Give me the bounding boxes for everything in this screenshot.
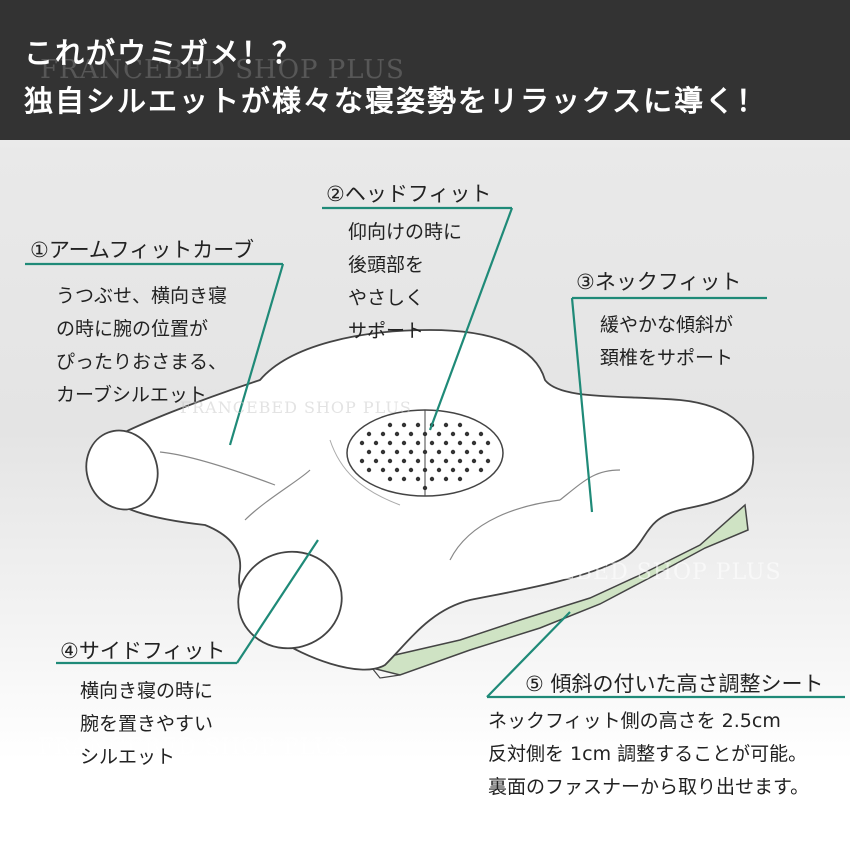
feature-desc-line: 仰向けの時に [348,221,463,243]
feature-desc-line: 緩やかな傾斜が [600,314,734,336]
feature-label-side-fit: ④サイドフィット [60,639,226,663]
ventilation-hole [401,440,407,446]
ventilation-hole [394,431,400,437]
ventilation-hole [359,440,365,446]
ventilation-hole [443,476,449,482]
header-title-line1: これがウミガメ！？ [24,36,304,70]
ventilation-hole [408,449,414,455]
feature-desc-line: の時に腕の位置が [56,318,209,340]
feature-desc-line: ぴったりおさまる、 [56,351,228,373]
ventilation-hole [401,476,407,482]
feature-desc-line: シルエット [80,746,176,768]
ventilation-hole [443,440,449,446]
feature-desc-arm-fit: うつぶせ、横向き寝 の時に腕の位置が ぴったりおさまる、 カーブシルエット [56,280,227,412]
feature-label-arm-fit: ①アームフィットカーブ [30,238,254,262]
ventilation-hole [380,449,386,455]
header-banner: FRANCEBED SHOP PLUS これがウミガメ！？ 独自シルエットが様々… [0,0,850,140]
feature-label-height-sheet: ⑤ 傾斜の付いた高さ調整シート [525,672,824,696]
ventilation-hole [457,458,463,464]
ventilation-hole [366,431,372,437]
ventilation-hole [366,449,372,455]
pillow-watermark: FRANCEBED SHOP PLUS [180,398,412,417]
ventilation-hole [485,458,491,464]
ventilation-hole [436,431,442,437]
side-fit-roll-end [237,550,343,650]
ventilation-hole [387,458,393,464]
ventilation-hole [415,458,421,464]
ventilation-hole [464,449,470,455]
ventilation-hole [394,467,400,473]
feature-desc-line: 腕を置きやすい [80,713,214,735]
ventilation-hole [359,458,365,464]
ventilation-hole [457,440,463,446]
ventilation-hole [450,467,456,473]
feature-desc-line: 反対側を 1cm 調整することが可能。 [488,743,808,765]
ventilation-hole [443,422,449,428]
feature-desc-line: うつぶせ、横向き寝 [56,285,228,307]
ventilation-hole [450,449,456,455]
ventilation-hole [380,431,386,437]
ventilation-hole [373,440,379,446]
header-title-line2: 独自シルエットが様々な寝姿勢をリラックスに導く！ [24,84,768,118]
ventilation-hole [415,422,421,428]
feature-desc-height-sheet: ネックフィット側の高さを 2.5cm 反対側を 1cm 調整することが可能。 裏… [488,705,809,804]
ventilation-hole [457,476,463,482]
feature-desc-line: カーブシルエット [56,384,207,406]
ventilation-hole [443,458,449,464]
ventilation-hole [436,449,442,455]
ventilation-hole [457,422,463,428]
feature-desc-line: 後頭部を [348,254,425,276]
feature-desc-head-fit: 仰向けの時に 後頭部を やさしく サポート [348,216,462,348]
ventilation-hole [485,440,491,446]
bottom-watermark: FRANCEBED SHOP PLUS [38,735,350,760]
ventilation-hole [387,440,393,446]
ventilation-hole [464,467,470,473]
ventilation-hole [478,467,484,473]
ventilation-hole [429,440,435,446]
feature-desc-line: ネックフィット側の高さを 2.5cm [488,710,781,732]
ventilation-hole [422,431,428,437]
feature-desc-line: 裏面のファスナーから取り出せます。 [488,776,810,798]
mid-watermark: FRANCEBED SHOP PLUS [470,560,782,585]
feature-desc-line: やさしく [348,287,425,309]
header-watermark: FRANCEBED SHOP PLUS [40,55,405,85]
feature-desc-line: サポート [348,320,425,342]
ventilation-hole [471,440,477,446]
feature-desc-line: 横向き寝の時に [80,680,214,702]
ventilation-hole [373,458,379,464]
ventilation-hole [478,449,484,455]
feature-desc-side-fit: 横向き寝の時に 腕を置きやすい シルエット [80,675,213,774]
ventilation-hole [387,476,393,482]
ventilation-hole [422,467,428,473]
ventilation-hole [380,467,386,473]
ventilation-hole [429,476,435,482]
feature-desc-neck-fit: 緩やかな傾斜が 頚椎をサポート [600,309,733,375]
ventilation-hole [387,422,393,428]
ventilation-hole [366,467,372,473]
feature-label-neck-fit: ③ネックフィット [576,270,742,294]
height-adjust-sheet-edge [371,667,401,679]
ventilation-hole [436,467,442,473]
ventilation-hole [450,431,456,437]
ventilation-hole [394,449,400,455]
ventilation-hole [464,431,470,437]
ventilation-hole [429,458,435,464]
feature-desc-line: 頚椎をサポート [600,347,734,369]
height-adjust-sheet [369,503,749,676]
ventilation-hole [478,431,484,437]
ventilation-hole [415,476,421,482]
ventilation-hole [415,440,421,446]
ventilation-hole [408,431,414,437]
ventilation-hole [401,422,407,428]
ventilation-hole [408,467,414,473]
ventilation-hole [471,458,477,464]
arm-fit-tube-end [85,429,159,511]
ventilation-hole [422,449,428,455]
ventilation-hole [401,458,407,464]
ventilation-hole [422,485,428,491]
feature-label-head-fit: ②ヘッドフィット [326,182,492,206]
